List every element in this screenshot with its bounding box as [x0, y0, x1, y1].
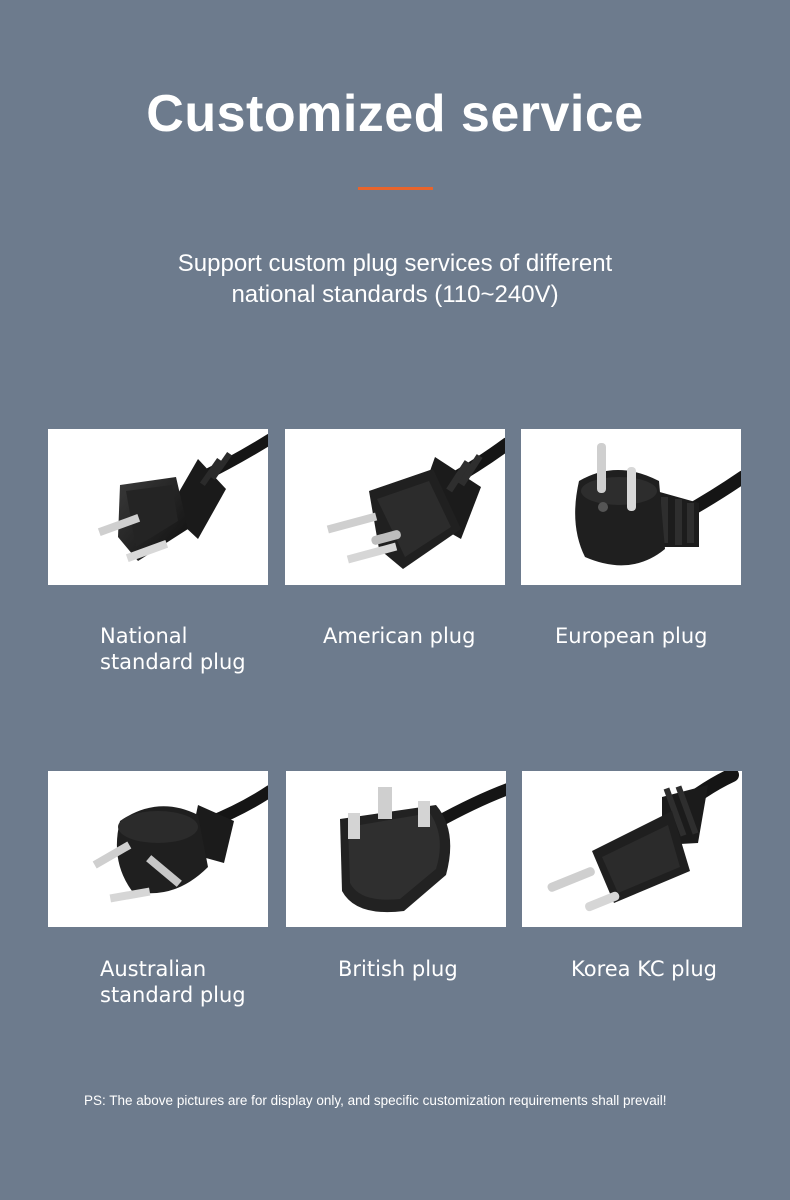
plug-card-korea: [522, 771, 742, 927]
label-korea: Korea KC plug: [571, 957, 717, 981]
british-plug-icon: [340, 783, 506, 913]
european-plug-icon: [575, 443, 741, 566]
label-australian: Australian standard plug: [100, 957, 246, 1007]
title-accent-divider: [358, 187, 433, 190]
australian-plug-icon: [92, 785, 268, 903]
label-european: European plug: [555, 624, 708, 648]
american-plug-icon: [326, 437, 505, 569]
subtitle-line-2: national standards (110~240V): [231, 281, 559, 308]
subtitle: Support custom plug services of differen…: [0, 248, 790, 310]
subtitle-line-1: Support custom plug services of differen…: [177, 250, 613, 277]
chinese-plug-icon: [97, 433, 268, 562]
footer-note: PS: The above pictures are for display o…: [84, 1093, 667, 1108]
plug-card-australian: [48, 771, 268, 927]
label-british: British plug: [338, 957, 458, 981]
plug-card-national: [48, 429, 268, 585]
page-title: Customized service: [146, 85, 644, 143]
plug-card-british: [286, 771, 506, 927]
korea-plug-icon: [547, 771, 739, 912]
label-american: American plug: [323, 624, 476, 648]
plug-card-european: [521, 429, 741, 585]
plug-card-american: [285, 429, 505, 585]
label-national: National standard plug: [100, 624, 246, 674]
